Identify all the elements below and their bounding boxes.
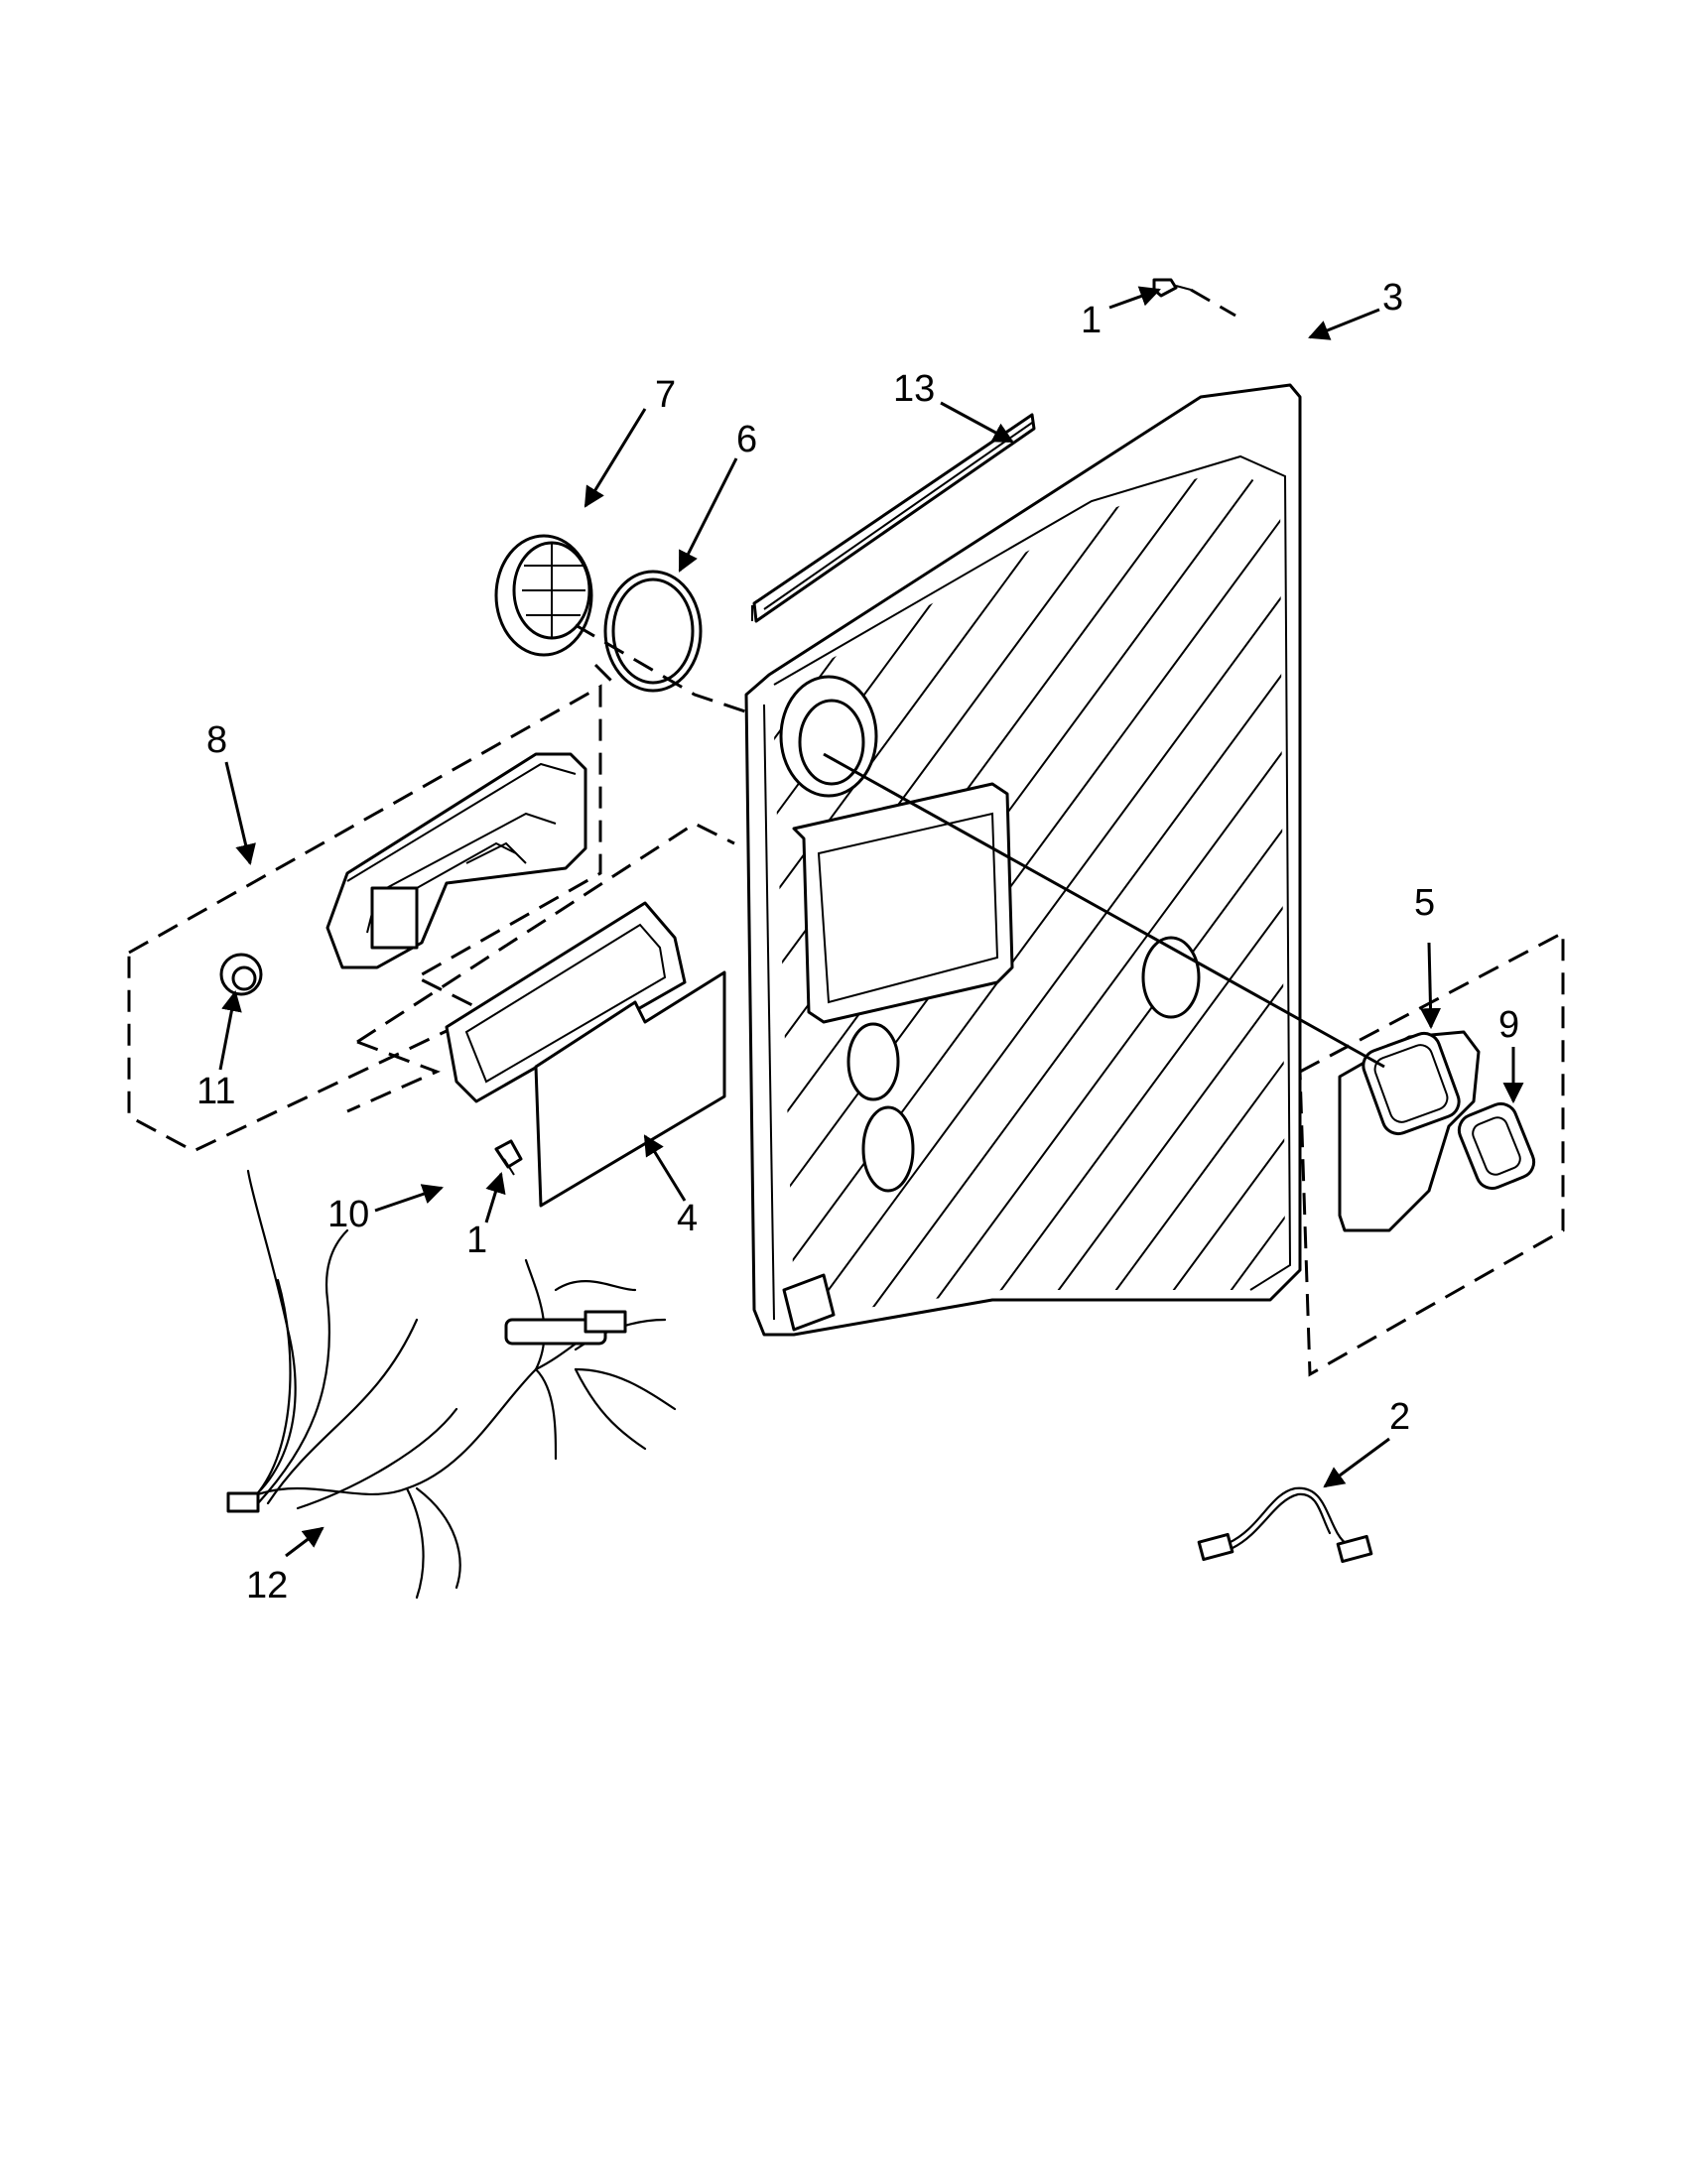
leader-11 (218, 989, 242, 1071)
dispenser-gasket-icon (445, 901, 687, 1103)
alignment-line-screw (1190, 288, 1236, 318)
hatch-line (1540, 397, 1688, 1340)
hatch-line (791, 466, 1285, 1315)
callout-12: 12 (246, 1565, 288, 1606)
hatch-line (774, 466, 1285, 1315)
hatch-line (1598, 397, 1688, 1340)
hatch-line (1079, 466, 1285, 1315)
leader-12 (285, 1526, 325, 1558)
callout-4: 4 (677, 1198, 698, 1239)
hatch-line (1251, 466, 1285, 1315)
dispenser-assembly-icon (325, 752, 587, 969)
leader-1-mid (484, 1171, 506, 1223)
vent-assembly-icon (1338, 1030, 1481, 1232)
gasket-ring-icon (603, 570, 703, 693)
leader-1-top (1108, 286, 1161, 310)
leader-6 (678, 457, 738, 573)
leader-3 (1308, 308, 1380, 340)
rinse-aid-cap-icon (219, 953, 263, 996)
hatch-line (1021, 466, 1285, 1315)
leader-5 (1420, 942, 1442, 1030)
hatch-line (848, 466, 1285, 1315)
callout-9: 9 (1498, 1004, 1519, 1046)
hatch-line (964, 466, 1285, 1315)
callout-2: 2 (1389, 1396, 1410, 1438)
callout-3: 3 (1382, 277, 1403, 319)
hatch-line (1483, 397, 1688, 1340)
callout-8: 8 (206, 719, 227, 761)
leader-10 (374, 1184, 444, 1213)
hatch-line (774, 466, 1142, 1315)
wire-harness-icon (226, 1169, 677, 1600)
leader-2 (1323, 1437, 1390, 1488)
alignment-line-vent (575, 623, 755, 716)
callout-10: 10 (327, 1194, 369, 1235)
callout-1-top: 1 (1081, 300, 1102, 341)
alignment-line-vent-lower (593, 663, 617, 687)
leader-7 (584, 408, 647, 508)
leader-13 (940, 401, 1014, 444)
screw-icon (494, 1139, 523, 1176)
hatch-line (906, 466, 1285, 1315)
alignment-line-window (823, 752, 1385, 1069)
door-gasket-strip-icon (751, 413, 1036, 623)
vent-cover-icon (494, 534, 593, 657)
leader-4 (643, 1134, 687, 1202)
hatch-line (774, 466, 1285, 1315)
leader-8 (224, 761, 256, 866)
callout-5: 5 (1414, 882, 1435, 924)
callout-6: 6 (736, 419, 757, 460)
hatch-line (1425, 397, 1688, 1340)
callout-13: 13 (893, 368, 935, 410)
dispenser-group-outline (127, 684, 602, 1153)
hatch-line (1136, 466, 1285, 1315)
inner-door-panel-icon (744, 383, 1688, 1340)
callout-11: 11 (196, 1071, 235, 1112)
callout-7: 7 (655, 374, 676, 416)
wire-jumper-icon (1197, 1486, 1373, 1564)
vent-gasket-icon (1457, 1101, 1536, 1191)
insulation-sheet-icon (534, 970, 726, 1208)
callout-1-mid: 1 (466, 1220, 487, 1261)
screw-icon-top (1152, 278, 1192, 298)
vent-group-outline (1298, 930, 1565, 1377)
gasket-group-outline-lower (346, 1040, 441, 1113)
